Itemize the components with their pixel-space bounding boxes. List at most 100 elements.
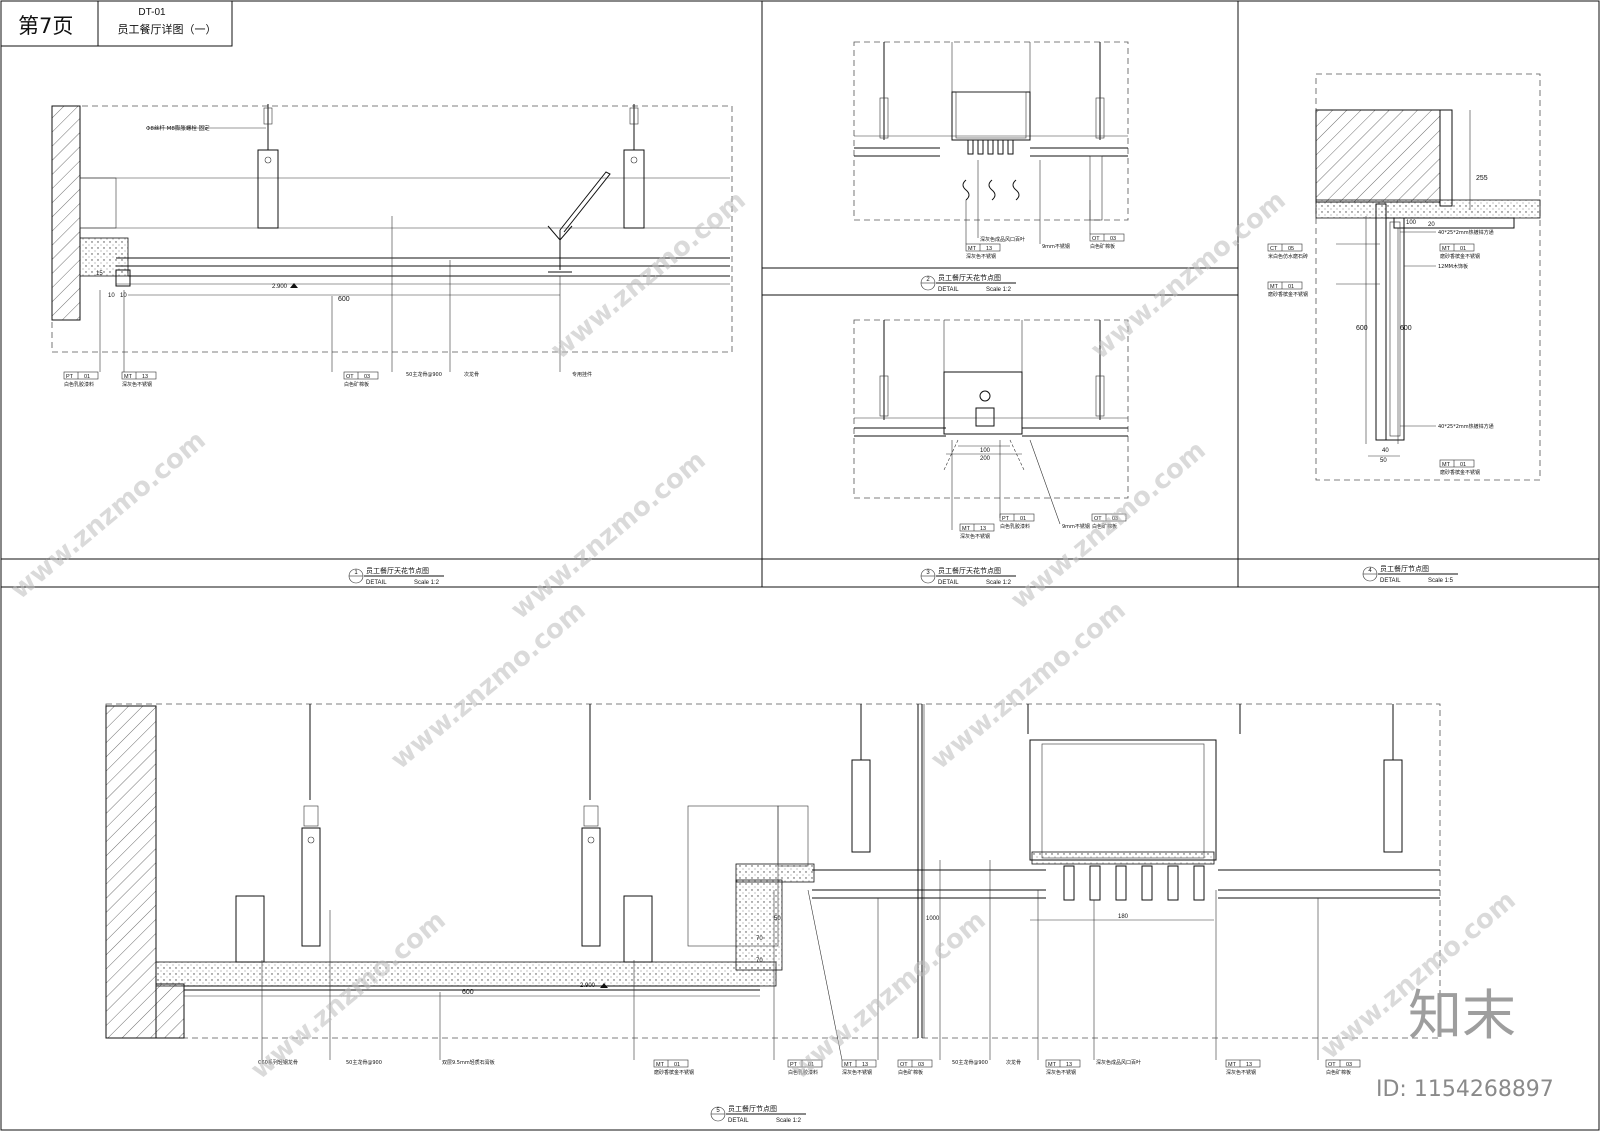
- svg-text:OT: OT: [1092, 236, 1100, 242]
- label-text: 深灰色成品风口百叶: [1096, 1059, 1141, 1066]
- label-text: 双层9.5mm轻质石膏板: [442, 1059, 495, 1066]
- title-block: 第7页 DT-01 员工餐厅详图（一）: [0, 0, 233, 47]
- svg-text:磨砂香槟金不锈钢: 磨砂香槟金不锈钢: [1268, 291, 1308, 298]
- svg-text:13: 13: [862, 1062, 868, 1068]
- svg-text:www.znzmo.com: www.znzmo.com: [505, 445, 711, 625]
- svg-text:员工餐厅天花节点图: 员工餐厅天花节点图: [938, 273, 1001, 282]
- label-text: 12MM木饰板: [1438, 263, 1468, 270]
- level-mark: 2.900: [580, 983, 596, 989]
- dim-label: 10: [108, 293, 115, 299]
- material-tag: OT 03 白色矿棉板: [1091, 513, 1127, 530]
- svg-text:员工餐厅天花节点图: 员工餐厅天花节点图: [366, 566, 429, 575]
- dim-label: 70: [756, 958, 763, 964]
- material-tag: MT 13 深灰色不锈钢: [965, 243, 1001, 260]
- svg-text:OT: OT: [900, 1062, 908, 1068]
- svg-text:PT: PT: [66, 374, 74, 380]
- page-number: 第7页: [18, 14, 73, 38]
- svg-text:4: 4: [1368, 568, 1372, 574]
- vent-grille: [967, 139, 1014, 155]
- svg-text:白色矿棉板: 白色矿棉板: [344, 381, 369, 388]
- material-tag: MT 13 深灰色不锈钢: [841, 1059, 877, 1076]
- svg-text:磨砂香槟金不锈钢: 磨砂香槟金不锈钢: [1440, 253, 1480, 260]
- label-text: C60系列轻钢龙骨: [258, 1059, 298, 1066]
- svg-text:白色矿棉板: 白色矿棉板: [1092, 523, 1117, 530]
- detail-title-2: 2 员工餐厅天花节点图 DETAIL Scale 1:2: [920, 273, 1016, 293]
- material-tag: PT 01 白色乳胶漆料: [999, 513, 1035, 530]
- dim-label: 15: [96, 271, 103, 277]
- detail-title-1: 1 员工餐厅天花节点图 DETAIL Scale 1:2: [348, 566, 444, 586]
- svg-text:MT: MT: [1048, 1062, 1057, 1068]
- material-tag: MT 01 磨砂香槟金不锈钢: [1439, 243, 1480, 260]
- label-text: 50主龙骨@900: [406, 371, 442, 378]
- svg-text:www.znzmo.com: www.znzmo.com: [925, 595, 1131, 775]
- svg-text:MT: MT: [968, 246, 977, 252]
- svg-text:员工餐厅天花节点图: 员工餐厅天花节点图: [938, 566, 1001, 575]
- svg-text:Scale 1:5: Scale 1:5: [1428, 578, 1454, 584]
- hanger-rod: [623, 104, 645, 229]
- svg-text:Scale 1:2: Scale 1:2: [986, 580, 1012, 586]
- svg-text:www.znzmo.com: www.znzmo.com: [5, 425, 211, 605]
- svg-text:13: 13: [1066, 1062, 1072, 1068]
- svg-text:PT: PT: [1002, 516, 1010, 522]
- label-text: 次龙骨: [1006, 1059, 1021, 1066]
- dim-label: 40: [1382, 448, 1389, 454]
- svg-text:01: 01: [1020, 516, 1026, 522]
- dim-label: 1000: [926, 916, 940, 922]
- svg-text:MT: MT: [1442, 246, 1451, 252]
- detail-title-5: 5 员工餐厅节点图 DETAIL Scale 1:2: [710, 1104, 806, 1124]
- level-mark: 2.900: [272, 284, 288, 290]
- svg-text:MT: MT: [124, 374, 133, 380]
- dim-label: 600: [338, 296, 350, 303]
- svg-text:2: 2: [926, 277, 930, 283]
- label-text: 40*25*2mm热镀锌方通: [1438, 423, 1494, 430]
- svg-text:ID: 1154268897: ID: 1154268897: [1376, 1077, 1554, 1102]
- dim-label: 600: [1400, 325, 1412, 332]
- material-tag: OT 03 白色矿棉板: [1089, 233, 1125, 250]
- detail-title-4: 4 员工餐厅节点图 DETAIL Scale 1:5: [1362, 564, 1458, 584]
- svg-text:OT: OT: [1094, 516, 1102, 522]
- svg-text:PT: PT: [790, 1062, 798, 1068]
- svg-text:03: 03: [918, 1062, 924, 1068]
- svg-text:13: 13: [142, 374, 148, 380]
- note-text: Φ8丝杆 M8膨胀螺栓 固定: [146, 124, 210, 132]
- svg-text:13: 13: [980, 526, 986, 532]
- dim-label: 255: [1476, 175, 1488, 182]
- detail-5: 600 2.900 50 70 70 180 1000 C60系列轻钢龙骨 50…: [105, 703, 1441, 1076]
- svg-text:白色矿棉板: 白色矿棉板: [1326, 1069, 1351, 1076]
- dim-label: 200: [980, 456, 991, 462]
- drawing-code: DT-01: [138, 7, 166, 18]
- dim-label: 600: [1356, 325, 1368, 332]
- material-tag: MT 01 磨砂香槟金不锈钢: [1439, 459, 1480, 476]
- svg-text:磨砂香槟金不锈钢: 磨砂香槟金不锈钢: [1440, 469, 1480, 476]
- drawing-name: 员工餐厅详图（一）: [118, 22, 217, 36]
- material-tag: PT 01 白色乳胶漆料: [787, 1059, 823, 1076]
- svg-text:01: 01: [1460, 246, 1466, 252]
- material-tag: MT 01 磨砂香槟金不锈钢: [1267, 281, 1308, 298]
- svg-text:3: 3: [926, 570, 930, 576]
- svg-text:03: 03: [364, 374, 370, 380]
- dim-label: 70: [756, 936, 763, 942]
- svg-text:01: 01: [808, 1062, 814, 1068]
- svg-text:03: 03: [1346, 1062, 1352, 1068]
- material-tag: MT 01 磨砂香槟金不锈钢: [653, 1059, 694, 1076]
- svg-text:白色矿棉板: 白色矿棉板: [898, 1069, 923, 1076]
- svg-text:13: 13: [986, 246, 992, 252]
- svg-text:DETAIL: DETAIL: [366, 580, 387, 586]
- svg-text:OT: OT: [346, 374, 354, 380]
- svg-text:www.znzmo.com: www.znzmo.com: [1005, 435, 1211, 615]
- svg-text:Scale 1:2: Scale 1:2: [776, 1118, 802, 1124]
- dim-label: 50: [774, 916, 781, 922]
- detail-4: 255 600 600 100 20 40 50 40*25*2mm热镀锌方通 …: [1267, 73, 1541, 481]
- material-tag: PT 01 白色乳胶漆料: [63, 371, 99, 388]
- svg-text:MT: MT: [656, 1062, 665, 1068]
- svg-text:Scale 1:2: Scale 1:2: [986, 287, 1012, 293]
- svg-text:白色乳胶漆料: 白色乳胶漆料: [64, 381, 94, 388]
- detail-1: 600 15 10 10 2.900 Φ8丝杆 M8膨胀螺栓 固定 PT 01 …: [51, 104, 733, 388]
- dim-label: 100: [980, 448, 991, 454]
- svg-text:DETAIL: DETAIL: [1380, 578, 1401, 584]
- svg-text:13: 13: [1246, 1062, 1252, 1068]
- svg-text:01: 01: [1460, 462, 1466, 468]
- svg-text:03: 03: [1112, 516, 1118, 522]
- watermark-logo: 知末 ID: 1154268897: [1376, 984, 1554, 1102]
